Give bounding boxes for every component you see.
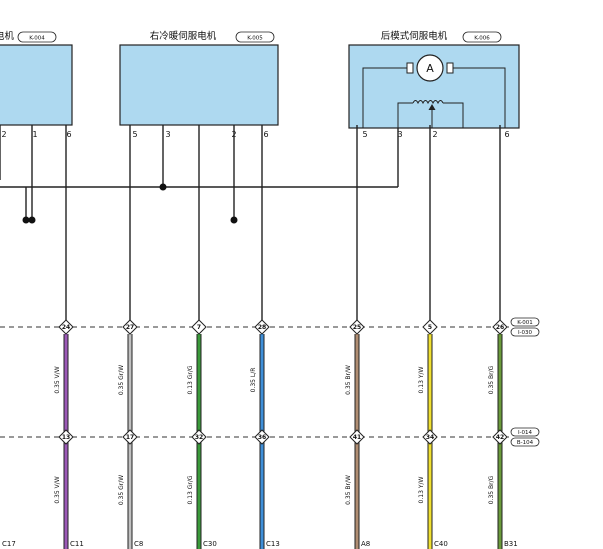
connector-tag-badge [510, 437, 540, 447]
wire-end-label: A8 [361, 540, 370, 548]
lead-end-dot [230, 216, 238, 224]
wire-spec-label: 0.35 Br/W [345, 475, 352, 505]
lead-end-dot [22, 216, 30, 224]
connector-pin-diamond [492, 319, 508, 335]
module-k004-pin: 1 [32, 130, 37, 139]
motor-lead-left [362, 67, 409, 128]
connector-pin-number: 7 [197, 324, 201, 331]
module-k004-code: K-004 [29, 36, 45, 42]
wire-end-label: C11 [70, 540, 84, 548]
connector-pin-diamond [191, 429, 207, 445]
module-k004-title: 电机 [0, 30, 14, 42]
connector-tag-badge [510, 317, 540, 327]
wire-spec-label: 0.35 V/W [54, 476, 61, 503]
module-k005-title: 右冷暖伺服电机 [150, 30, 217, 42]
connector-tag: I-030 [518, 330, 533, 336]
connector-pin-number: 17 [126, 434, 134, 441]
connector-pin-diamond [254, 429, 270, 445]
wire-end-label: C13 [266, 540, 280, 548]
connector-pin-number: 36 [258, 434, 266, 441]
connector-pin-diamond [349, 429, 365, 445]
wire-spec-label: 0.35 Br/G [488, 475, 495, 504]
connector-tag: I-014 [518, 430, 533, 436]
motor-brush-left [406, 62, 414, 74]
module-k005-pin: 5 [132, 130, 137, 139]
connector-tag-badge [510, 327, 540, 337]
motor-lead-right [451, 67, 506, 128]
connector-tag: B-104 [517, 440, 534, 446]
module-k006-title: 后模式伺服电机 [381, 30, 448, 42]
module-k005-code: K-005 [247, 36, 263, 42]
connector-tag-badge [510, 427, 540, 437]
wire-spec-label: 0.13 Gr/G [187, 365, 194, 394]
bus-junction [159, 183, 167, 191]
connector-pin-number: 27 [126, 324, 134, 331]
module-k005-code-badge [235, 31, 275, 43]
connector-pin-number: 24 [62, 324, 70, 331]
wire-end-label: C17 [2, 540, 16, 548]
connector-pin-number: 32 [195, 434, 203, 441]
connector-pin-number: 5 [428, 324, 432, 331]
lead-end-dot [28, 216, 36, 224]
connector-pin-diamond [58, 319, 74, 335]
connector-tag: K-001 [517, 320, 533, 326]
wire-spec-label: 0.35 V/W [54, 366, 61, 393]
module-k006-pin: 6 [504, 130, 509, 139]
motor-icon-label: A [426, 62, 434, 75]
pot-lead-right [443, 102, 464, 128]
connector-pin-diamond [122, 319, 138, 335]
connector-pin-number: 28 [258, 324, 266, 331]
module-k006-pin: 3 [397, 130, 402, 139]
connector-pin-diamond [254, 319, 270, 335]
wire-spec-label: 0.13 Gr/G [187, 475, 194, 504]
wire-end-label: C30 [203, 540, 217, 548]
module-k006-code: K-006 [474, 36, 490, 42]
module-k004-pin: 6 [66, 130, 71, 139]
connector-pin-diamond [422, 319, 438, 335]
module-k004-code-badge [17, 31, 57, 43]
wire-spec-label: 0.35 L/R [250, 368, 257, 393]
module-k004-box [0, 44, 73, 126]
connector-pin-diamond [492, 429, 508, 445]
wire-spec-label: 0.35 Gr/W [118, 365, 125, 395]
connector-pin-number: 13 [62, 434, 70, 441]
connector-pin-diamond [422, 429, 438, 445]
module-k005-box [119, 44, 279, 126]
motor-brush-right [446, 62, 454, 74]
wire-spec-label: 0.13 Y/W [418, 366, 425, 393]
wire-spec-label: 0.35 Gr/W [118, 475, 125, 505]
motor-icon [416, 54, 444, 82]
potentiometer-coil-icon [412, 100, 444, 105]
connector-pin-number: 25 [353, 324, 361, 331]
wire-spec-label: 0.13 Y/W [418, 476, 425, 503]
module-k006-pin: 5 [362, 130, 367, 139]
module-k006-code-badge [462, 31, 502, 43]
connector-pin-number: 34 [426, 434, 434, 441]
wire-spec-label: 0.35 Br/W [345, 365, 352, 395]
pot-lead-left [397, 102, 413, 128]
connector-pin-diamond [191, 319, 207, 335]
connector-pin-diamond [122, 429, 138, 445]
module-k004-pin: 2 [1, 130, 6, 139]
connector-pin-number: 42 [496, 434, 504, 441]
connector-pin-diamond [349, 319, 365, 335]
connector-pin-number: 41 [353, 434, 361, 441]
pot-wiper-arrow-icon [428, 104, 436, 110]
connector-pin-number: 26 [496, 324, 504, 331]
module-k005-pin: 6 [263, 130, 268, 139]
connector-pin-diamond [58, 429, 74, 445]
wire-end-label: C8 [134, 540, 143, 548]
wire-spec-label: 0.35 Br/G [488, 365, 495, 394]
wire-end-label: B31 [504, 540, 518, 548]
wire-end-label: C40 [434, 540, 448, 548]
module-k006-pin: 2 [432, 130, 437, 139]
module-k005-pin: 3 [165, 130, 170, 139]
